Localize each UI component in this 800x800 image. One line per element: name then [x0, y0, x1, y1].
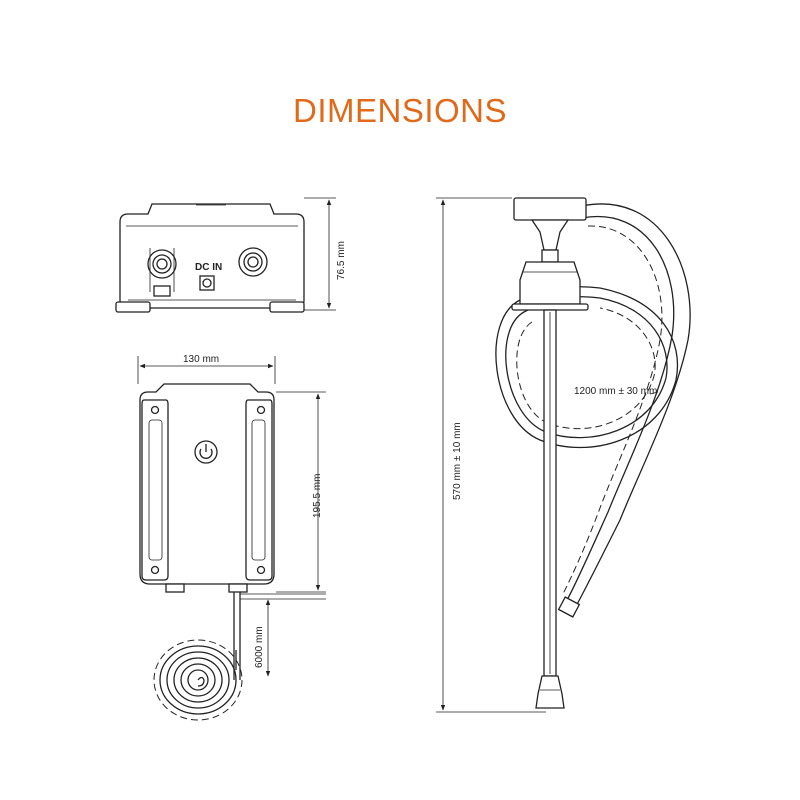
power-cable: [233, 592, 326, 680]
height-dimension-top: [304, 197, 336, 311]
power-icon: [194, 440, 218, 464]
dc-in-label: DC IN: [195, 262, 222, 273]
pump-hose: [495, 203, 691, 618]
hose-arrow-indicator: [649, 391, 659, 395]
width-dimension: [137, 356, 276, 384]
height-dimension-front: [276, 391, 326, 593]
width-label: 130 mm: [183, 354, 219, 365]
unit-top-view: [115, 203, 305, 313]
pump-body: [511, 197, 589, 709]
height-label-front: 195.5 mm: [312, 474, 323, 518]
cable-length-label: 6000 mm: [254, 626, 265, 668]
diagram-title: DIMENSIONS: [292, 92, 508, 129]
height-label-top: 76.5 mm: [336, 241, 347, 280]
pump-height-label: 570 mm ± 10 mm: [452, 422, 463, 500]
hose-length-label: 1200 mm ± 30 mm: [574, 386, 657, 397]
cable-coil: [153, 639, 243, 721]
unit-front-view: [139, 383, 275, 593]
pump-height-dimension: [436, 197, 546, 713]
